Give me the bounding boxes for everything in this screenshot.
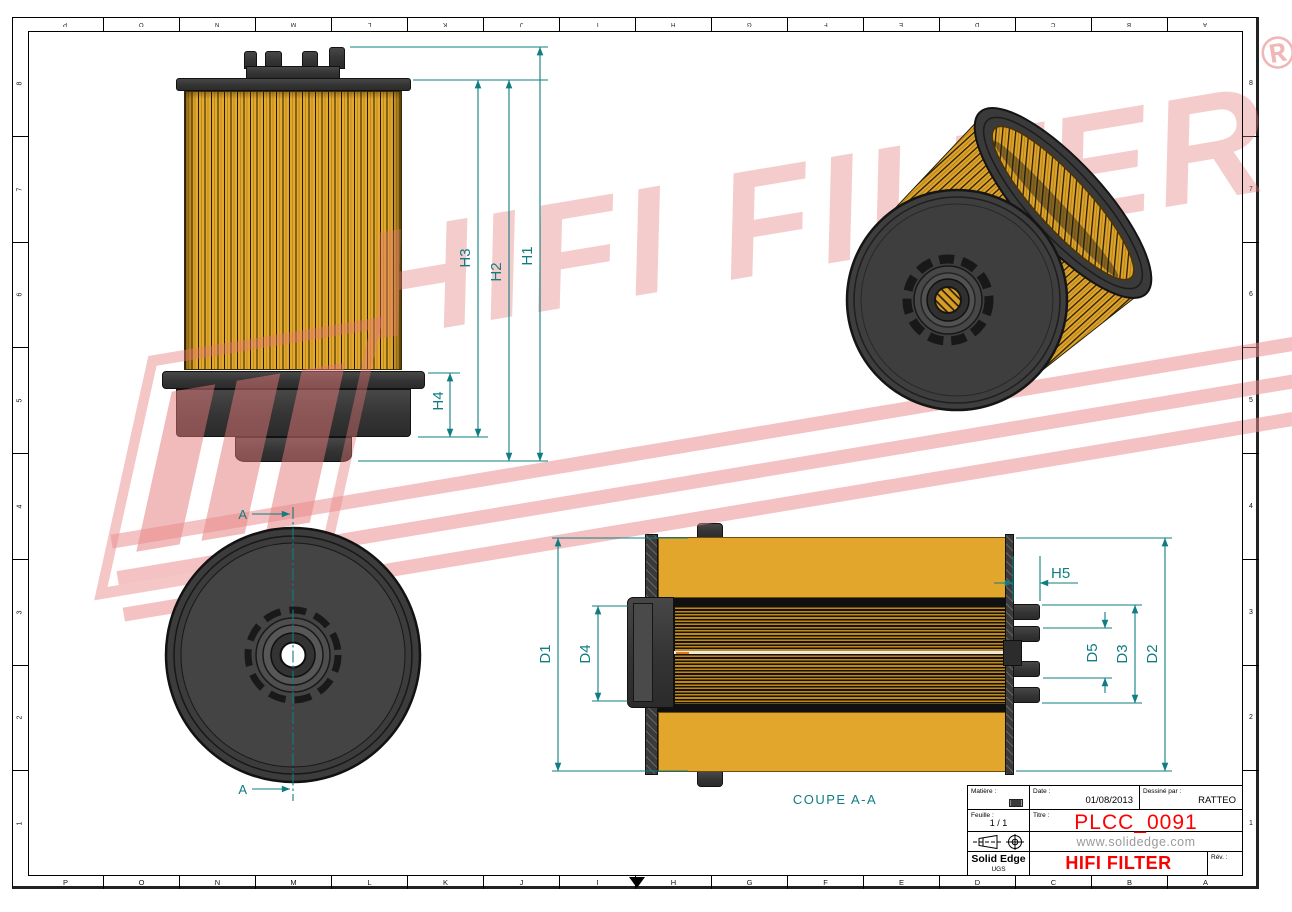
core-centerline-gap [674, 651, 1006, 654]
website-url: www.solidedge.com [1076, 834, 1196, 849]
company-name: HIFI FILTER [1065, 853, 1172, 873]
dimension-label-d2: D2 [1144, 644, 1161, 663]
center-bushing-section [1003, 640, 1022, 666]
dimension-label-h5: H5 [1051, 565, 1070, 582]
revision-label: Rév. : [1211, 854, 1228, 861]
dimension-label-d1: D1 [537, 644, 554, 663]
grid-letter: K [442, 878, 448, 887]
date-value: 01/08/2013 [1085, 795, 1133, 806]
software-cell: Solid Edge UGS [968, 852, 1030, 875]
grid-letter: H [670, 878, 677, 887]
frame-column-band-bottom: P O N M L K J I H G F E D C B A [28, 876, 1243, 889]
grid-letter: B [1126, 878, 1132, 887]
material-cell: Matière : [968, 786, 1030, 810]
frame-center-mark-icon [629, 877, 645, 888]
grid-letter: L [367, 878, 372, 887]
grid-number: 2 [1249, 714, 1253, 722]
grid-letter: G [746, 878, 753, 887]
iso-interior-shadow [993, 140, 1119, 278]
website-cell: www.solidedge.com [1030, 832, 1242, 852]
grid-letter: O [138, 878, 145, 887]
center-tube-wall-bottom [658, 704, 1006, 712]
sheet-cell: Feuille : 1 / 1 [968, 810, 1030, 832]
dimension-label-d3: D3 [1114, 644, 1131, 663]
grid-number: 8 [1249, 79, 1253, 87]
frame-row-band-left: 8 7 6 5 4 3 2 1 [12, 31, 28, 876]
title-cell: Titre : PLCC_0091 [1030, 810, 1242, 834]
title-label: Titre : [1033, 812, 1050, 819]
frame-column-band-top: P O N M L K J I H G F E D C B A [28, 17, 1243, 31]
dimension-label-d4: D4 [577, 644, 594, 663]
section-marker-a-bottom: A [238, 782, 247, 797]
iso-interior-media [991, 125, 1135, 281]
media-section-bottom [658, 712, 1006, 772]
crown-tab-section [1013, 626, 1040, 642]
revision-cell: Rév. : [1208, 852, 1242, 875]
grid-number: 7 [1249, 185, 1253, 193]
software-vendor: UGS [991, 865, 1006, 873]
dimension-label-h4: H4 [430, 391, 447, 410]
grid-letter: E [898, 878, 904, 887]
dimension-lines [252, 46, 1172, 801]
grid-letter: A [1202, 878, 1208, 887]
section-marker-a-top: A [238, 507, 247, 522]
projection-cell [968, 832, 1030, 852]
dimension-label-d5: D5 [1084, 643, 1101, 662]
drawn-by-label: Dessiné par : [1143, 788, 1182, 795]
grid-letter: P [62, 878, 68, 887]
crown-tab-section [1013, 687, 1040, 703]
date-label: Date : [1033, 788, 1051, 795]
software-name: Solid Edge [971, 853, 1026, 866]
iso-hub-castellation [902, 254, 994, 346]
sheet-value: 1 / 1 [989, 818, 1008, 828]
drawn-by-cell: Dessiné par : RATTEO [1140, 786, 1242, 810]
grid-letter: J [519, 878, 524, 887]
iso-center-core [934, 286, 962, 314]
top-end-flange [176, 78, 411, 91]
grid-letter: F [823, 878, 828, 887]
drawing-number: PLCC_0091 [1074, 810, 1198, 834]
grid-number: 6 [1249, 291, 1253, 299]
drawn-by-value: RATTEO [1198, 795, 1236, 806]
grid-letter: M [290, 878, 297, 887]
date-cell: Date : 01/08/2013 [1030, 786, 1140, 810]
company-cell: HIFI FILTER [1030, 852, 1208, 875]
dimension-label-h2: H2 [488, 262, 505, 281]
section-caption: COUPE A-A [793, 792, 877, 807]
software-info: Solid Edge UGS [968, 852, 1029, 875]
centerline-dash [676, 652, 689, 654]
grid-letter: D [974, 878, 981, 887]
dimension-label-h3: H3 [457, 248, 474, 267]
sheet-label: Feuille : [971, 812, 994, 819]
filter-media-pleats [184, 91, 402, 370]
material-symbol-icon [1009, 799, 1023, 807]
dimension-label-h1: H1 [519, 246, 536, 265]
first-angle-projection-icon [968, 832, 1029, 851]
grid-number: 1 [1249, 820, 1253, 828]
grid-letter: I [596, 878, 599, 887]
grid-letter: C [1050, 878, 1057, 887]
center-core-section [674, 606, 1006, 704]
material-label: Matière : [971, 788, 997, 795]
title-block: Matière : Date : 01/08/2013 Dessiné par … [967, 785, 1243, 876]
grid-letter: N [214, 878, 221, 887]
dimension-labels: H4 H3 H2 H1 D1 D4 H5 D5 D3 D2 A A COUPE … [238, 246, 1161, 807]
